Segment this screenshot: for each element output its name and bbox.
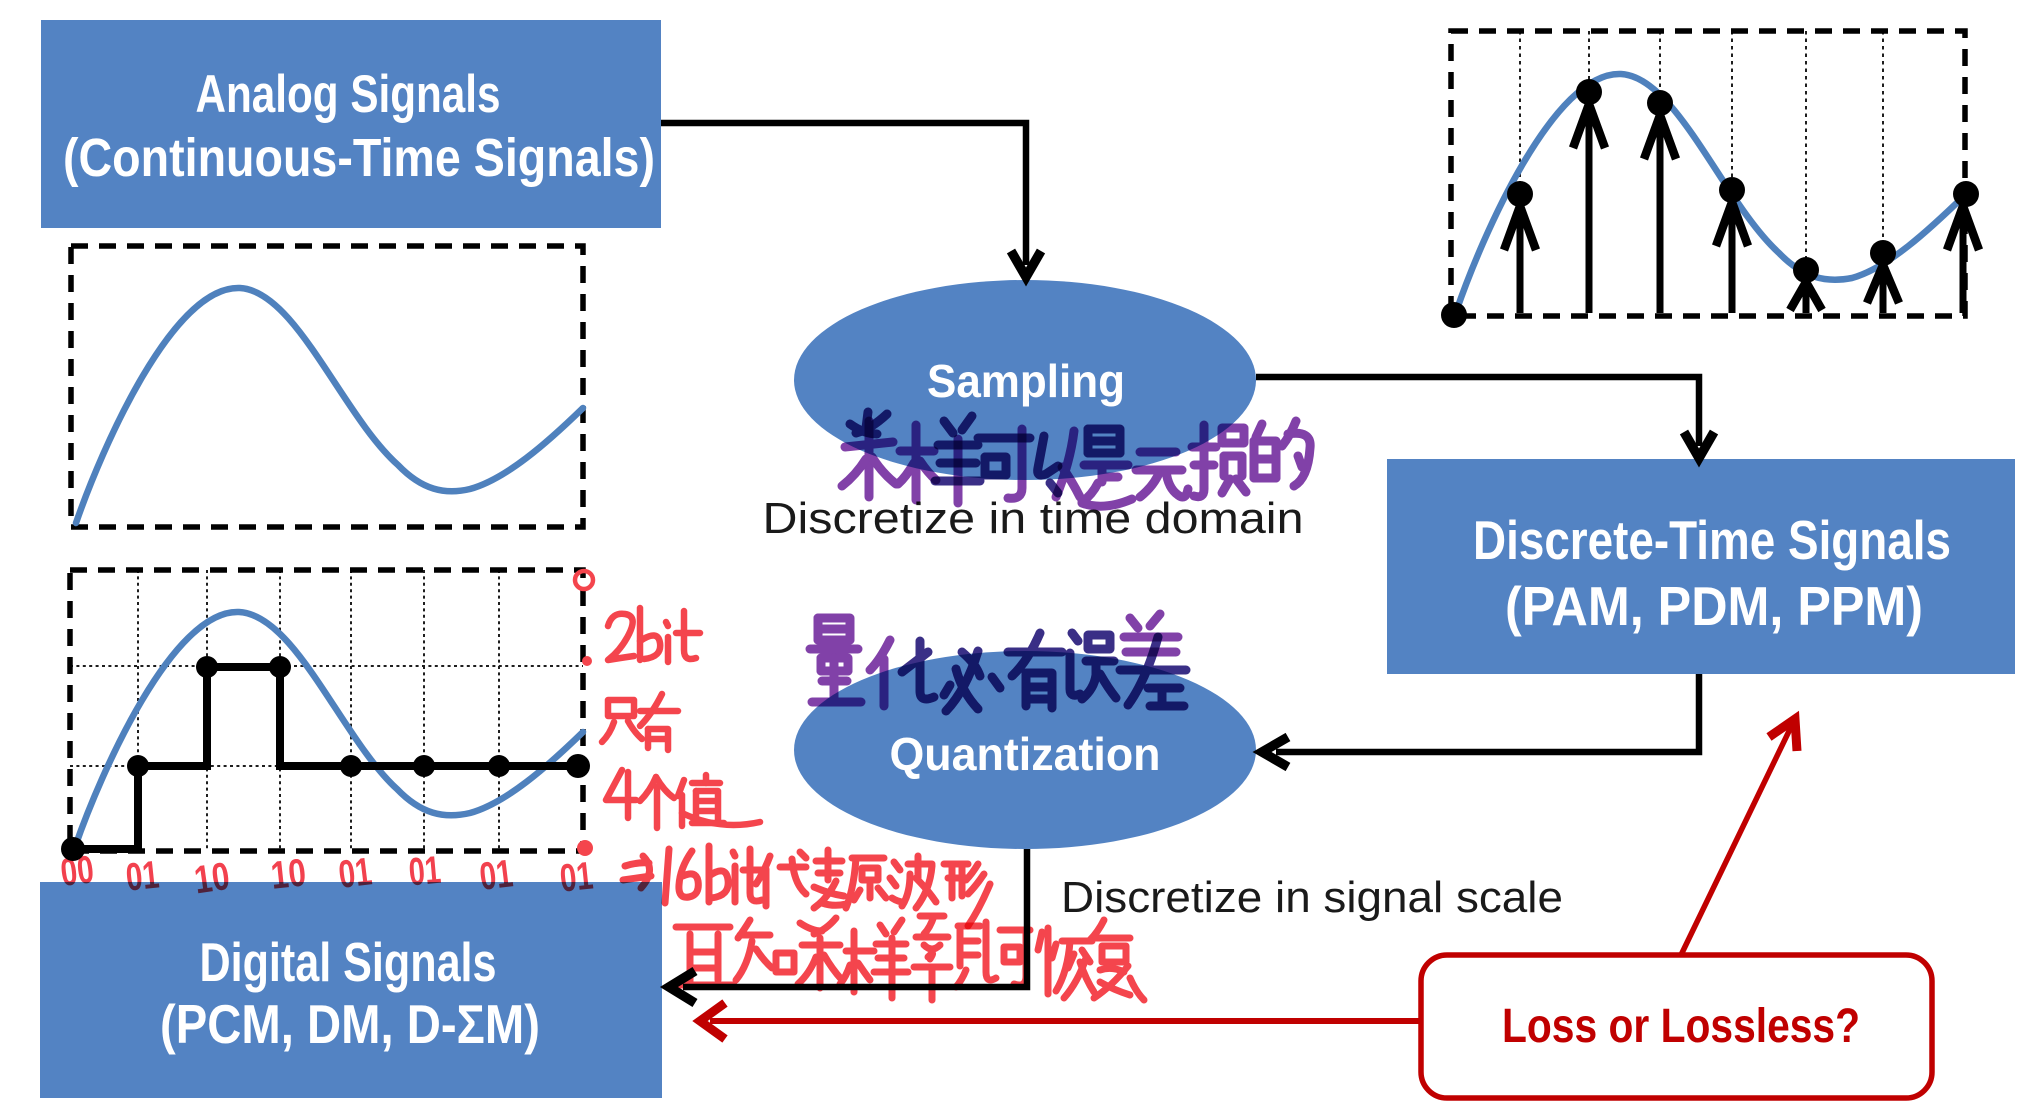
svg-text:01: 01 [124,853,161,899]
svg-text:10: 10 [269,851,308,897]
svg-text:Discrete-Time Signals: Discrete-Time Signals [1473,509,1951,571]
svg-text:00: 00 [58,848,96,895]
svg-text:Loss or Lossless?: Loss or Lossless? [1502,1000,1860,1053]
svg-text:Quantization: Quantization [890,728,1161,780]
svg-text:01: 01 [558,854,595,900]
svg-text:(PAM, PDM, PPM): (PAM, PDM, PPM) [1505,575,1923,637]
svg-text:Discretize in signal scale: Discretize in signal scale [1061,873,1563,922]
svg-text:01: 01 [407,849,443,895]
svg-text:Discretize in time domain: Discretize in time domain [763,494,1304,543]
svg-text:10: 10 [192,855,233,902]
svg-text:01: 01 [477,852,515,899]
svg-text:01: 01 [336,850,374,897]
svg-text:(PCM, DM, D-ΣM): (PCM, DM, D-ΣM) [160,993,540,1055]
svg-text:Digital Signals: Digital Signals [200,931,497,993]
svg-text:(Continuous-Time Signals): (Continuous-Time Signals) [63,128,655,188]
svg-text:Analog Signals: Analog Signals [196,65,501,124]
svg-text:Sampling: Sampling [927,355,1125,407]
